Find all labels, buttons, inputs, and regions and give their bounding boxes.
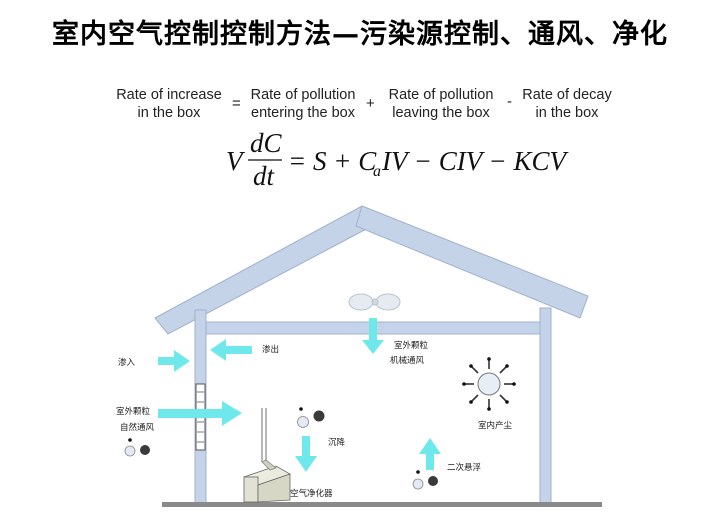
- equation-term-line: Rate of increase: [116, 87, 222, 103]
- label-settling: 沉降: [328, 438, 346, 448]
- page-title: 室内空气控制控制方法—污染源控制、通风、净化: [52, 19, 668, 50]
- outdoor-particles-icon: [124, 438, 150, 457]
- exfiltration-arrow: [210, 339, 252, 361]
- label-outdoor-particles-natural: 室外颗粒: [116, 407, 151, 417]
- label-exfiltration: 渗出: [262, 345, 280, 355]
- roof-right: [355, 205, 589, 319]
- equation-term-line: Rate of pollution: [388, 87, 494, 103]
- infiltration-arrow: [158, 350, 190, 372]
- equation-term-line: in the box: [137, 105, 201, 121]
- formula-volume: V: [226, 146, 246, 176]
- label-infiltration: 渗入: [118, 358, 136, 368]
- label-resuspension: 二次悬浮: [447, 463, 482, 473]
- equation-operator-minus: -: [507, 93, 512, 110]
- equation-term-leaving: Rate of pollution leaving the box: [380, 86, 502, 122]
- label-outdoor-particles-mechanical: 室外颗粒: [394, 341, 429, 351]
- formula-rhs-start: = S + C: [288, 146, 377, 176]
- label-mechanical-ventilation: 机械通风: [390, 356, 425, 366]
- settling-arrow: [295, 436, 317, 472]
- equation-term-entering: Rate of pollution entering the box: [242, 86, 364, 122]
- mechanical-ventilation-arrow: [362, 318, 384, 354]
- equation-term-line: leaving the box: [392, 105, 490, 121]
- equation-term-line: Rate of decay: [522, 87, 612, 103]
- equation-term-decay: Rate of decay in the box: [508, 86, 626, 122]
- resuspension-arrow: [419, 438, 441, 470]
- resuspension-particles-icon: [412, 470, 438, 490]
- natural-ventilation-arrow: [158, 401, 242, 426]
- label-natural-ventilation: 自然通风: [120, 423, 155, 433]
- label-indoor-generation: 室内产尘: [478, 421, 513, 431]
- roof-left: [154, 205, 373, 335]
- right-wall: [539, 307, 552, 507]
- indoor-dust-source-icon: [462, 357, 516, 411]
- formula-numerator: dC: [250, 128, 283, 158]
- equation-term-line: entering the box: [251, 105, 355, 121]
- floor: [162, 502, 602, 507]
- equation-operator-equals: =: [232, 95, 241, 112]
- label-air-purifier: 空气净化器: [290, 489, 333, 499]
- equation-term-line: Rate of pollution: [250, 87, 356, 103]
- formula-rhs-rest: IV − CIV − KCV: [381, 146, 569, 176]
- equation-term-increase: Rate of increase in the box: [108, 86, 230, 122]
- equation-operator-plus: +: [366, 95, 375, 112]
- formula-subscript: a: [373, 163, 381, 180]
- vent-right-blade: [375, 293, 401, 311]
- vent-left-blade: [348, 293, 374, 311]
- air-purifier-icon: [243, 408, 291, 503]
- mass-balance-formula: V dC dt = S + C a IV − CIV − KCV: [210, 128, 569, 192]
- settling-particles-icon: [297, 407, 325, 428]
- equation-term-line: in the box: [535, 105, 599, 121]
- formula-denominator: dt: [253, 161, 276, 191]
